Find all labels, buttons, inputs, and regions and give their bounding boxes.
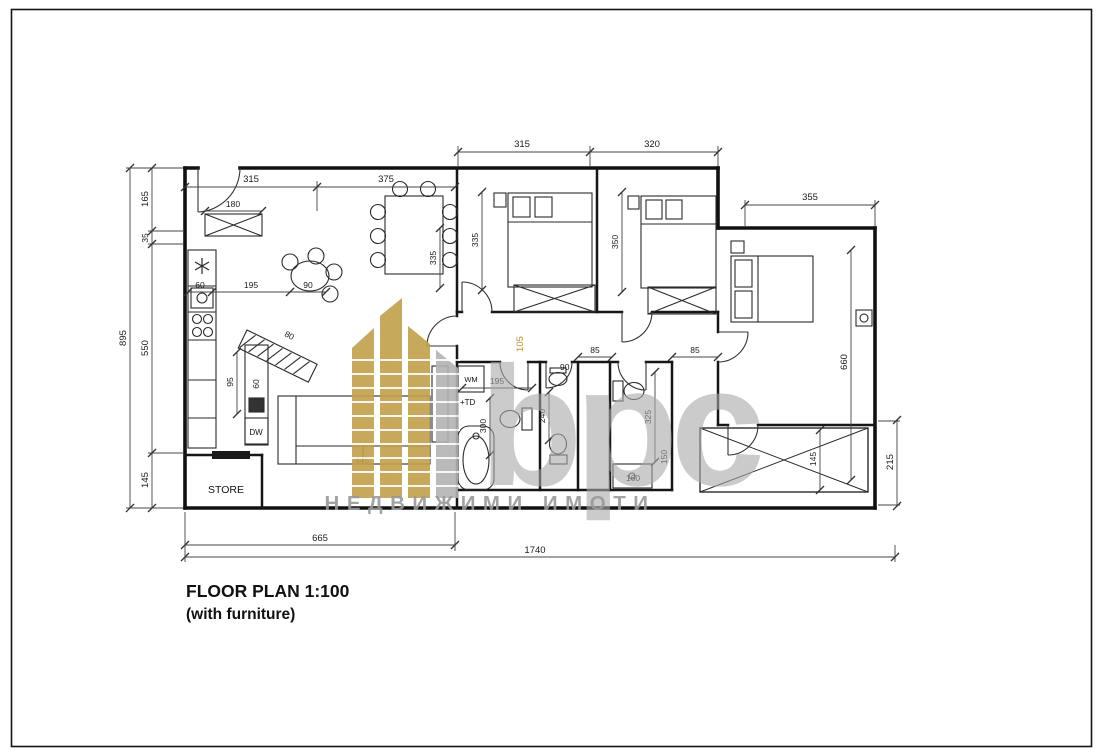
dim-dining-335: 335 <box>428 251 438 265</box>
dim-hall-240: 240 <box>537 409 547 423</box>
watermark-brand-text: НЕДВИЖИМИ ИМОТИ <box>325 492 656 515</box>
dim-cab-95: 95 <box>225 377 235 387</box>
td-label: +TD <box>460 398 476 407</box>
dim-top-inner-315: 315 <box>514 139 530 150</box>
plan-subtitle: (with furniture) <box>186 606 295 623</box>
dim-right-355: 355 <box>802 192 818 203</box>
bed-2 <box>627 195 717 289</box>
bed-3 <box>730 240 814 323</box>
dim-seg-85a: 85 <box>590 345 600 355</box>
dim-cab-60: 60 <box>251 379 261 389</box>
shower-tray <box>612 463 653 489</box>
watermark-building-logo <box>350 298 460 498</box>
store-door <box>212 451 250 459</box>
page-border <box>10 8 1093 748</box>
wm-label: WM <box>464 375 477 384</box>
stove-icon <box>191 313 214 338</box>
labels: STORE WM +TD DW <box>208 375 478 496</box>
dim-bath2-160: 160 <box>626 473 640 483</box>
dim-left-35: 35 <box>140 233 150 243</box>
store-label: STORE <box>208 484 244 496</box>
entry-closet <box>204 213 263 237</box>
toilet-2 <box>612 380 645 402</box>
dim-top-inner-320: 320 <box>644 139 660 150</box>
dim-bottom-665: 665 <box>312 533 328 544</box>
dim-bath2-150: 150 <box>659 450 669 464</box>
wardrobe-1 <box>513 284 596 313</box>
toilet-mid <box>548 433 568 465</box>
round-table-set <box>281 247 343 303</box>
dim-right-215: 215 <box>885 454 896 470</box>
angled-counter <box>237 329 318 383</box>
dim-left-145: 145 <box>140 472 151 488</box>
dim-bed1-335: 335 <box>470 233 480 247</box>
dim-bed2-350: 350 <box>610 235 620 249</box>
dim-top-outer-315: 315 <box>243 174 259 185</box>
dim-seg-85b: 85 <box>690 345 700 355</box>
terrace <box>699 427 869 493</box>
interior-walls <box>183 166 877 510</box>
dw-label: DW <box>249 428 263 437</box>
dim-left-895: 895 <box>118 330 129 346</box>
watermark-gold-dim: 105 <box>515 336 526 352</box>
plan-title: FLOOR PLAN 1:100 <box>186 581 350 601</box>
dim-right-660: 660 <box>839 354 850 370</box>
dishwasher-box <box>244 417 269 445</box>
wardrobe-2 <box>647 286 717 315</box>
dim-closet-180: 180 <box>226 199 240 209</box>
dim-left-550: 550 <box>140 340 151 356</box>
bathroom-fixtures <box>457 365 653 491</box>
sink-1 <box>548 367 568 387</box>
dim-kitchen-195: 195 <box>244 280 258 290</box>
dimension-lines <box>125 146 902 562</box>
dim-top-outer-375: 375 <box>378 174 394 185</box>
dim-terrace-145: 145 <box>808 452 818 466</box>
dim-kitchen-90: 90 <box>303 280 313 290</box>
dim-kitchen-60: 60 <box>195 280 205 290</box>
dim-bath2-325: 325 <box>643 410 653 424</box>
dim-bath-195: 195 <box>490 376 504 386</box>
watermark-letters: bpc <box>479 332 761 522</box>
dining-set <box>369 180 459 275</box>
bed-1 <box>493 192 593 288</box>
sink-icon <box>190 287 214 309</box>
ac-unit <box>855 309 873 327</box>
dim-bath-300: 300 <box>478 419 488 433</box>
title-block: FLOOR PLAN 1:100 (with furniture) <box>186 581 350 623</box>
watermark: bpc 105 НЕДВИЖИМИ ИМОТИ <box>325 298 769 522</box>
kitchen-dark-unit <box>248 397 265 413</box>
kitchen <box>187 249 318 449</box>
toilet-1 <box>499 407 533 431</box>
dim-sink-90: 90 <box>560 362 570 372</box>
dim-angle-80: 80 <box>283 329 296 342</box>
fridge-icon <box>194 258 210 274</box>
dim-bottom-1740: 1740 <box>524 545 545 556</box>
dim-left-165: 165 <box>140 191 151 207</box>
dimension-texts: 315 320 315 375 355 180 60 195 90 665 17… <box>118 139 896 556</box>
outer-walls <box>183 166 877 510</box>
